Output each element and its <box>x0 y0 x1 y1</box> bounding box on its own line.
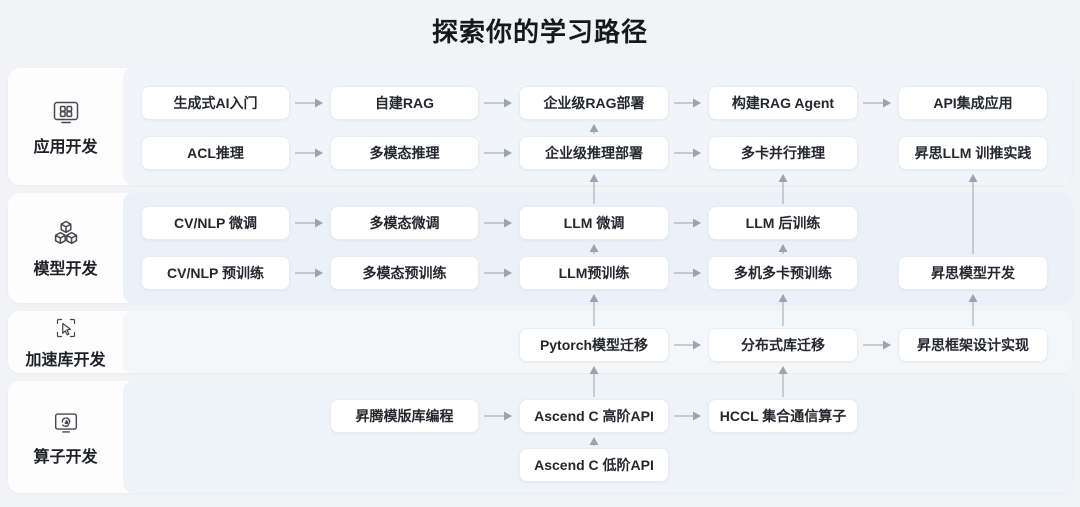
row-label-model-dev: 模型开发 <box>8 193 123 303</box>
row-label-app-dev: 应用开发 <box>8 68 123 185</box>
row-label-text: 加速库开发 <box>25 351 106 369</box>
cursor-brackets-icon <box>56 318 75 337</box>
row-label-text: 应用开发 <box>33 139 98 156</box>
node-pytorch-migrate: Pytorch模型迁移 <box>519 328 669 362</box>
node-ascend-c-high-api: Ascend C 高阶API <box>519 399 669 433</box>
node-ms-llm-practice: 昇思LLM 训推实践 <box>898 136 1048 170</box>
node-mm-ft: 多模态微调 <box>330 206 479 240</box>
node-mm-infer: 多模态推理 <box>330 136 479 170</box>
node-ms-framework-impl: 昇思框架设计实现 <box>898 328 1048 362</box>
node-acl-infer: ACL推理 <box>141 136 290 170</box>
node-llm-post-train: LLM 后训练 <box>708 206 858 240</box>
page-title: 探索你的学习路径 <box>431 16 648 47</box>
node-dist-lib-migrate: 分布式库迁移 <box>708 328 858 362</box>
node-self-rag: 自建RAG <box>330 86 479 120</box>
row-label-operator-dev: 算子开发 <box>8 381 123 493</box>
node-ent-infer-deploy: 企业级推理部署 <box>519 136 669 170</box>
node-mm-pretrain: 多模态预训练 <box>330 256 479 290</box>
row-label-accel-lib-dev: 加速库开发 <box>8 311 123 373</box>
node-ent-rag-deploy: 企业级RAG部署 <box>519 86 669 120</box>
node-ascend-c-low-api: Ascend C 低阶API <box>519 448 669 482</box>
row-label-text: 模型开发 <box>33 260 98 278</box>
monitor-swirl-icon <box>54 412 77 433</box>
node-cv-nlp-pretrain: CV/NLP 预训练 <box>141 256 290 290</box>
node-gen-ai-intro: 生成式AI入门 <box>141 86 290 120</box>
node-ms-model-dev: 昇思模型开发 <box>898 256 1048 290</box>
node-rag-agent: 构建RAG Agent <box>708 86 858 120</box>
node-hccl-ops: HCCL 集合通信算子 <box>708 399 858 433</box>
node-multi-card-infer: 多卡并行推理 <box>708 136 858 170</box>
cubes-icon <box>54 220 77 244</box>
node-cv-nlp-ft: CV/NLP 微调 <box>141 206 290 240</box>
node-llm-ft: LLM 微调 <box>519 206 669 240</box>
node-multi-node-pretrain: 多机多卡预训练 <box>708 256 858 290</box>
monitor-grid-icon <box>53 101 78 124</box>
row-label-text: 算子开发 <box>33 448 98 466</box>
node-ascend-template-lib: 昇腾模版库编程 <box>330 399 479 433</box>
node-llm-pretrain: LLM预训练 <box>519 256 669 290</box>
node-api-app: API集成应用 <box>898 86 1048 120</box>
